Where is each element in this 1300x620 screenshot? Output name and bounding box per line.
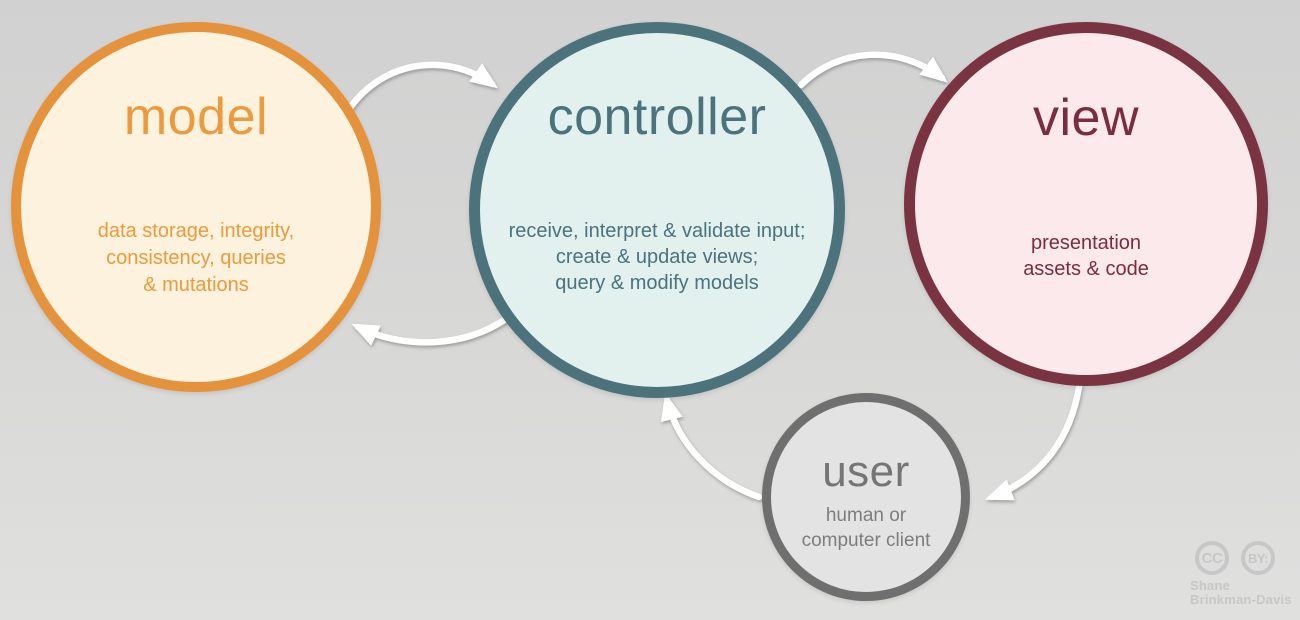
view-description-line: assets & code xyxy=(1023,258,1149,280)
arrow-user-to-controller xyxy=(660,392,763,501)
user-description-line: human or xyxy=(825,505,907,526)
cc-license-icon: CC xyxy=(1195,541,1229,575)
node-model: model data storage, integrity, consisten… xyxy=(11,22,381,392)
controller-description-line: receive, interpret & validate input; xyxy=(508,220,806,242)
arrow-controller-to-view xyxy=(797,51,948,89)
model-title: model xyxy=(123,88,269,146)
view-title: view xyxy=(1032,89,1140,147)
controller-description-line: create & update views; xyxy=(555,246,759,268)
node-controller: controller receive, interpret & validate… xyxy=(469,22,845,398)
node-user: user human or computer client xyxy=(762,393,970,601)
author-credit-line: Brinkman-Davis xyxy=(1190,592,1292,607)
author-credit-line: Shane xyxy=(1190,578,1231,593)
model-description: data storage, integrity, consistency, qu… xyxy=(21,218,371,299)
model-description-line: consistency, queries xyxy=(106,247,286,269)
controller-title: controller xyxy=(547,88,767,146)
user-description-line: computer client xyxy=(801,530,931,551)
cc-license-label: CC xyxy=(1201,549,1223,567)
controller-description-line: query & modify models xyxy=(555,272,759,294)
user-title: user xyxy=(822,447,910,496)
arrow-controller-to-model xyxy=(351,315,510,346)
author-credit: Shane Brinkman-Davis xyxy=(1190,579,1300,607)
cc-by-label: BY: xyxy=(1248,550,1268,566)
model-description-line: data storage, integrity, xyxy=(97,220,295,242)
view-description: presentation assets & code xyxy=(915,230,1257,282)
user-description: human or computer client xyxy=(771,503,961,553)
view-description-line: presentation xyxy=(1030,232,1142,254)
cc-by-icon: BY: xyxy=(1241,541,1275,575)
node-view: view presentation assets & code xyxy=(904,22,1268,386)
model-description-line: & mutations xyxy=(143,274,249,296)
controller-description: receive, interpret & validate input; cre… xyxy=(480,218,834,296)
arrow-view-to-user xyxy=(985,383,1083,501)
